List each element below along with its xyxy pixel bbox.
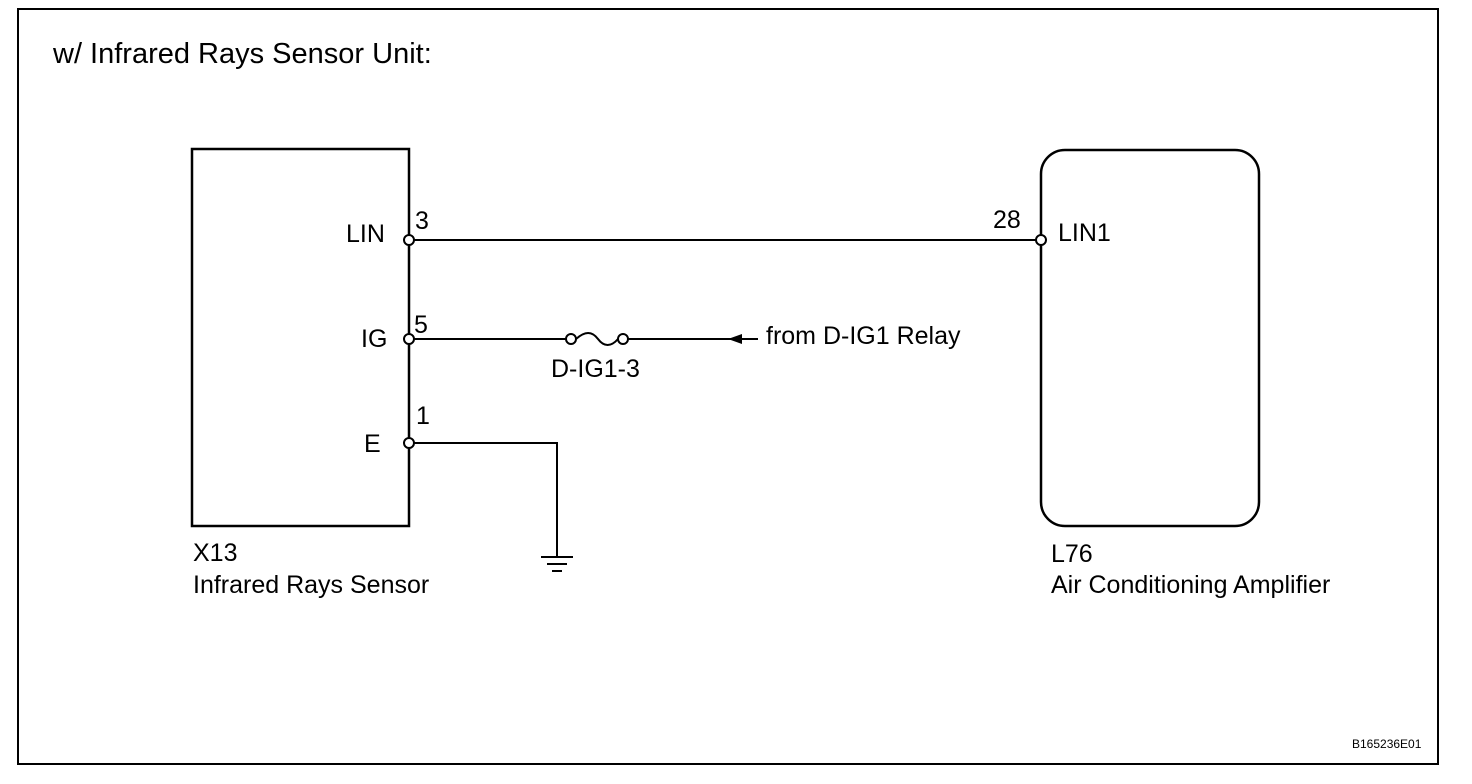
terminal-lin1 xyxy=(1035,234,1047,246)
arrow-icon xyxy=(728,334,742,344)
diagram-frame xyxy=(17,8,1439,765)
terminal-lin xyxy=(403,234,415,246)
pin-number-28: 28 xyxy=(993,206,1021,234)
sensor-connector-code: X13 xyxy=(193,539,238,567)
terminal-ig xyxy=(403,333,415,345)
pin-label-e: E xyxy=(364,430,381,458)
diagram-title: w/ Infrared Rays Sensor Unit: xyxy=(53,38,432,70)
figure-code: B165236E01 xyxy=(1352,737,1422,751)
ground-icon xyxy=(541,556,573,572)
ground-wire xyxy=(414,442,558,556)
fuse-label: D-IG1-3 xyxy=(551,355,640,383)
pin-number-1: 1 xyxy=(416,402,430,430)
fuse-terminal-left xyxy=(565,333,577,345)
pin-label-lin: LIN xyxy=(346,220,385,248)
fuse-symbol xyxy=(575,332,619,346)
amplifier-box xyxy=(1039,148,1261,528)
fuse-terminal-right xyxy=(617,333,629,345)
sensor-name: Infrared Rays Sensor xyxy=(193,571,430,599)
pin-number-5: 5 xyxy=(414,311,428,339)
terminal-e xyxy=(403,437,415,449)
amplifier-name: Air Conditioning Amplifier xyxy=(1051,571,1331,599)
power-source-label: from D-IG1 Relay xyxy=(766,322,961,350)
pin-label-ig: IG xyxy=(361,325,388,353)
amplifier-connector-code: L76 xyxy=(1051,540,1093,568)
pin-label-lin1: LIN1 xyxy=(1058,219,1111,247)
pin-number-3: 3 xyxy=(415,207,429,235)
